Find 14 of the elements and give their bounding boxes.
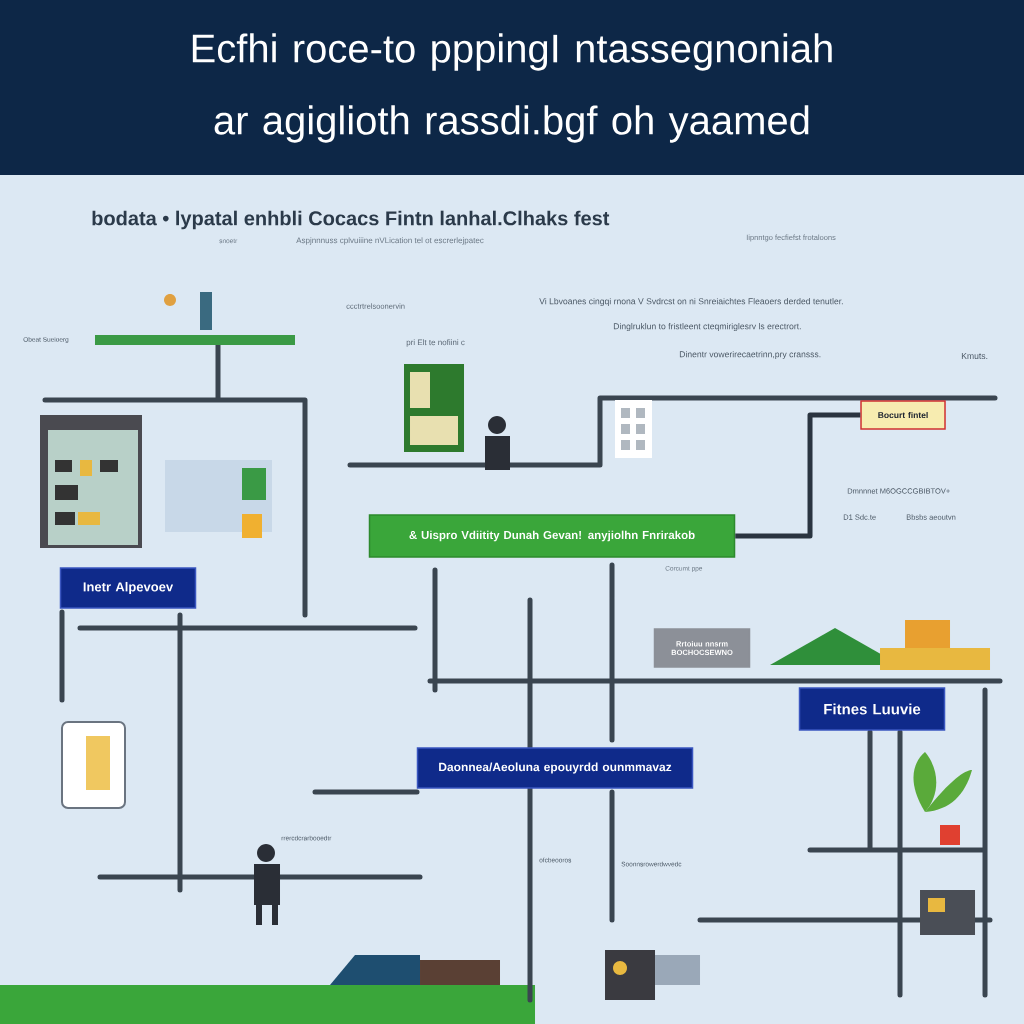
note-text: Dinentr vowerirecaetrinn,pry cransss. bbox=[679, 351, 821, 359]
banner: Daonnea/Aeoluna epouyrdd ounmmavaz bbox=[416, 747, 694, 789]
pipe-connector bbox=[735, 412, 861, 539]
note-text: pri Elt te nofiini c bbox=[406, 339, 465, 347]
subtitle: bodata • lypatal enhbli Cocacs Fintn lanhal.Clhaks fest bbox=[92, 210, 610, 230]
banner: Inetr Alpevoev bbox=[59, 567, 197, 609]
note-text: Vi Lbvoanes cingqi rnona V Svdrcst on ni Snreiaichtes Fleaoers derded tenutler. bbox=[539, 298, 843, 306]
title: Ecfhi roce-to pppingI ntassegnoniah ar agiglioth rassdi.bgf oh yaamed bbox=[192, 33, 832, 143]
note-text: Kmuts. bbox=[961, 353, 988, 359]
tag-box: Bocurt fintel bbox=[860, 400, 946, 430]
banner: & Uispro Vdiitity Dunah Gevan! anyjiolhn Fnrirakob bbox=[368, 514, 736, 558]
banner: Fitnes Luuvie bbox=[798, 687, 946, 731]
note-text: Dinglruklun to fristleent cteqmiriglesrv ls erectrort. bbox=[613, 323, 801, 331]
note-text: Aspjnnnuss cplvuiiine nVLication tel ot escrerlejpatec bbox=[296, 237, 484, 245]
